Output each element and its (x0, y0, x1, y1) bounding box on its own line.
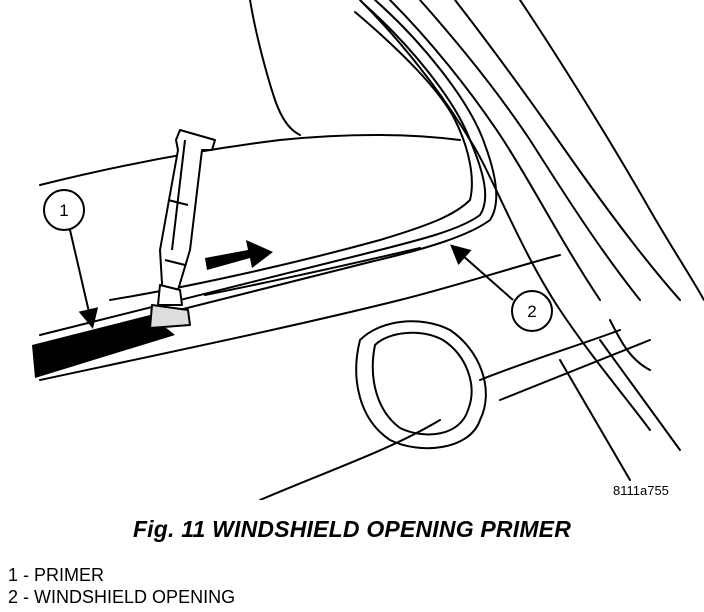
figure-reference-code: 8111a755 (613, 483, 669, 498)
hinge-pillar-diagonal-2 (599, 339, 681, 451)
figure-caption: Fig. 11 WINDSHIELD OPENING PRIMER (132, 516, 572, 542)
opening-inner-line (204, 247, 421, 296)
legend-label: WINDSHIELD OPENING (34, 587, 236, 607)
legend-separator: - (23, 587, 30, 607)
callout-1-circle (43, 189, 85, 231)
legend-item: 1 - PRIMER (8, 564, 235, 586)
legend-label: PRIMER (34, 565, 105, 585)
windshield-corner-line (249, 0, 301, 136)
primer-applicator-icon (149, 129, 216, 329)
hinge-pillar-line-2 (499, 339, 651, 401)
pinchweld-flange (39, 0, 498, 346)
a-pillar-line-4 (454, 0, 681, 301)
callout-2-leader-arrow (450, 244, 514, 301)
fender-inner-outline (371, 331, 473, 436)
body-lower-line (259, 419, 441, 500)
windshield-inner-edge (109, 11, 473, 301)
a-pillar-line-2 (389, 0, 601, 301)
windshield-opening-edge (39, 4, 487, 336)
fender-outline (355, 320, 487, 450)
callout-1-number: 1 (59, 201, 68, 220)
primer-band (32, 315, 175, 378)
legend-separator: - (23, 565, 30, 585)
windshield-primer-illustration: 1 2 (32, 0, 704, 500)
hinge-pillar-line (479, 329, 621, 381)
direction-arrow-icon (205, 240, 273, 270)
legend-item: 2 - WINDSHIELD OPENING (8, 586, 235, 608)
flange-lower-edge (39, 254, 561, 381)
legend: 1 - PRIMER 2 - WINDSHIELD OPENING (8, 564, 235, 608)
callout-2-number: 2 (527, 302, 536, 321)
a-pillar-line-3 (419, 0, 641, 301)
a-pillar-outer-line (359, 0, 651, 431)
legend-number: 1 (8, 565, 19, 585)
hinge-pillar-vertical (609, 319, 651, 371)
body-side-line (519, 0, 704, 301)
cowl-line (39, 134, 461, 186)
callout-1-leader-arrow (69, 229, 99, 329)
legend-number: 2 (8, 587, 19, 607)
callout-2-circle (511, 290, 553, 332)
hinge-pillar-diagonal (559, 359, 631, 481)
